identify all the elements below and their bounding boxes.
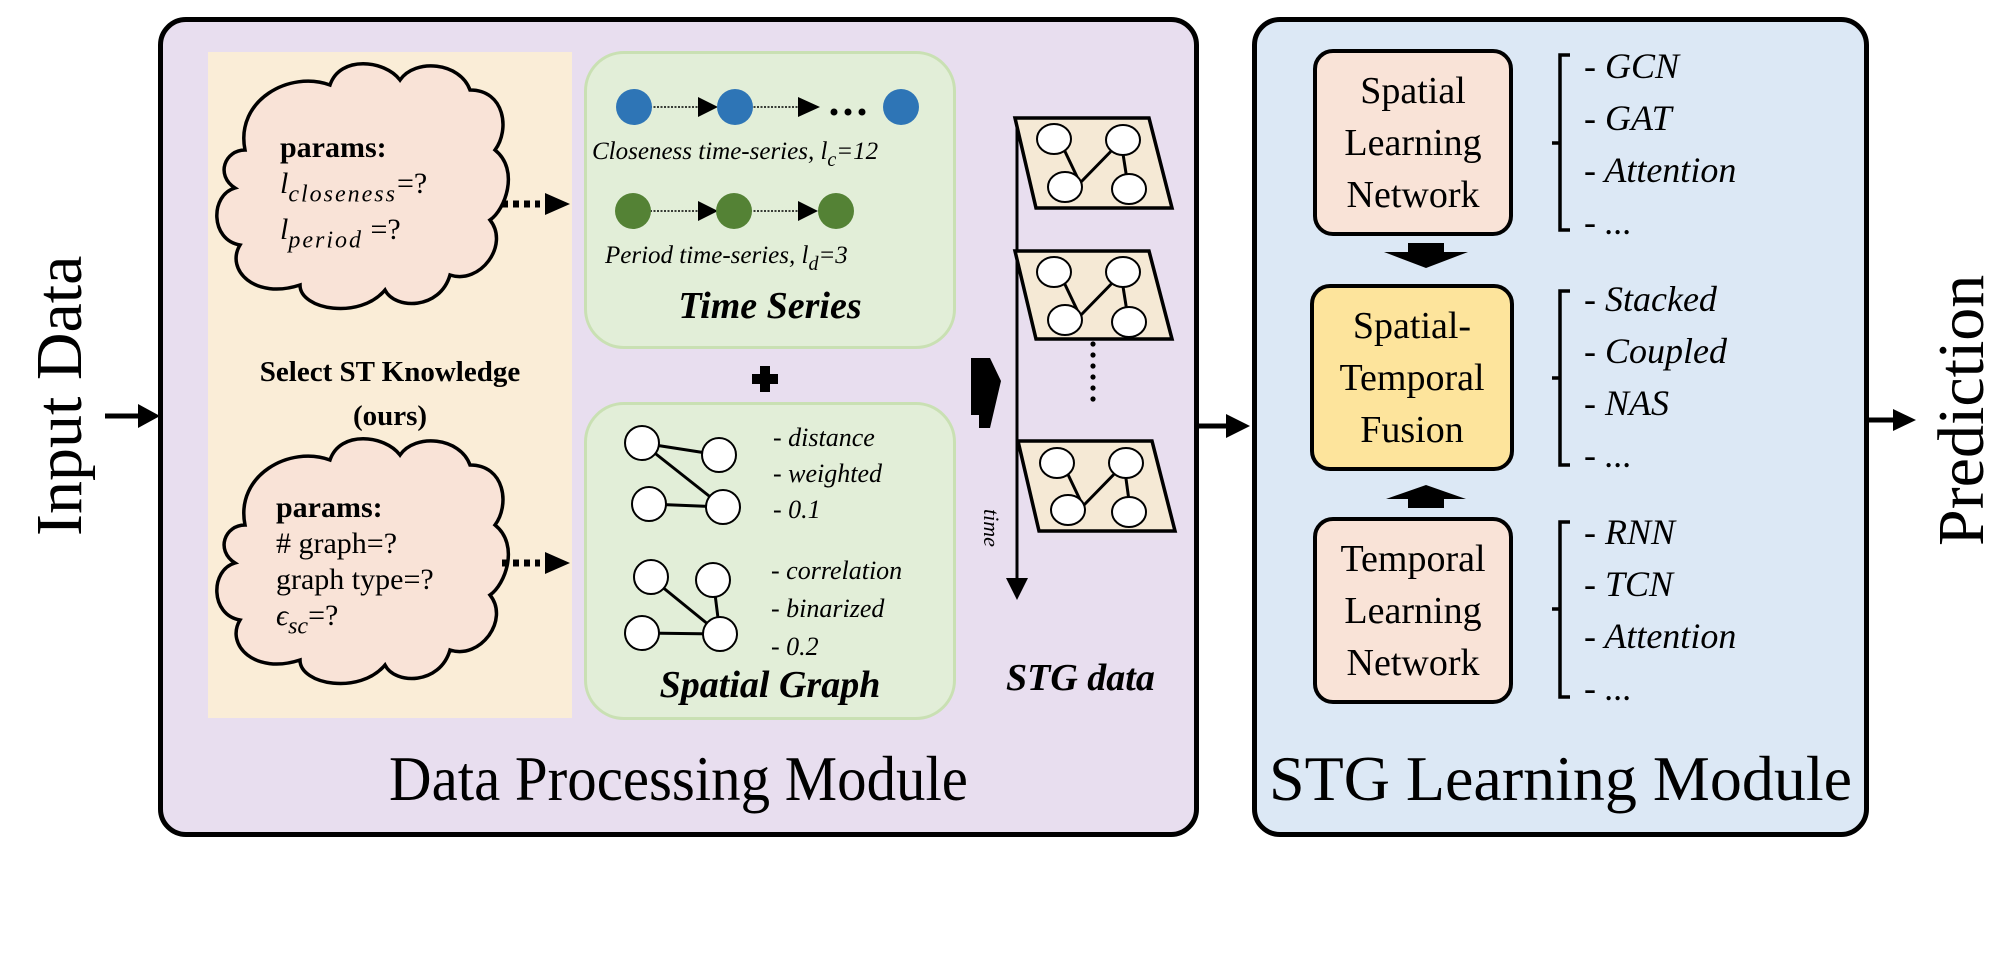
closeness-node — [883, 89, 919, 125]
cloud-top-header: params: — [280, 131, 387, 164]
input-arrow — [105, 404, 160, 428]
cloud-bottom-header: params: — [276, 491, 383, 524]
period-node — [615, 193, 651, 229]
correlation-graph-attributes: - correlation - binarized - 0.2 — [771, 556, 903, 661]
spatial-learning-network-box: Spatial Learning Network — [1313, 49, 1513, 236]
processing-flow-arrow — [971, 358, 1001, 428]
module-connector-arrow — [1199, 414, 1250, 438]
stg-graph-snapshot — [1012, 116, 1175, 210]
spatial-network-options: - GCN - GAT - Attention - ... — [1584, 46, 1737, 242]
period-caption: Period time-series, ld=3 — [605, 242, 848, 275]
spatial-temporal-fusion-box: Spatial- Temporal Fusion — [1310, 284, 1514, 471]
stg-data-label: STG data — [1006, 657, 1155, 699]
period-node — [818, 193, 854, 229]
params-cloud-bottom — [215, 437, 511, 686]
temporal-to-fusion-arrow — [1386, 485, 1466, 508]
cloud-top-params: params: lcloseness=? lperiod =? — [280, 130, 427, 259]
params-cloud-top — [215, 62, 511, 311]
stg-graph-snapshot — [1012, 249, 1175, 341]
param-l-closeness: lcloseness=? — [280, 167, 428, 208]
cloud-bottom-params: params: # graph=? graph type=? ϵsc=? — [276, 490, 434, 644]
fusion-options-brace — [1552, 289, 1570, 467]
output-arrow — [1869, 409, 1916, 431]
cloud-bottom-dotted-arrow — [502, 552, 570, 574]
stg-graph-snapshot — [1015, 439, 1178, 533]
closeness-caption: Closeness time-series, lc=12 — [592, 138, 879, 171]
stg-learning-module-title: STG Learning Module — [1269, 743, 1852, 814]
closeness-node — [616, 89, 652, 125]
temporal-options-brace — [1552, 520, 1570, 699]
data-processing-module-title: Data Processing Module — [389, 743, 968, 814]
vertical-ellipsis — [1090, 341, 1096, 402]
spatial-graph-title: Spatial Graph — [659, 664, 881, 706]
param-epsilon-sc: ϵsc=? — [276, 599, 339, 640]
temporal-network-options: - RNN - TCN - Attention - ... — [1584, 512, 1737, 708]
temporal-learning-network-box: Temporal Learning Network — [1313, 517, 1513, 704]
time-axis-label: time — [978, 509, 1004, 547]
closeness-series — [616, 89, 919, 125]
period-node — [716, 193, 752, 229]
spatial-to-fusion-arrow — [1384, 243, 1468, 268]
time-axis — [1006, 118, 1028, 600]
spatial-options-brace — [1552, 53, 1570, 232]
closeness-node — [717, 89, 753, 125]
time-series-title: Time Series — [678, 285, 862, 327]
correlation-graph-icon — [624, 559, 738, 652]
period-series — [615, 193, 854, 229]
distance-graph-icon — [624, 425, 741, 525]
param-graph-type: graph type=? — [276, 563, 434, 596]
fusion-options: - Stacked - Coupled - NAS - ... — [1584, 279, 1727, 475]
param-l-period: lperiod =? — [280, 213, 401, 254]
select-st-knowledge-label: Select ST Knowledge (ours) — [259, 356, 521, 432]
param-num-graph: # graph=? — [276, 527, 398, 560]
plus-icon — [752, 366, 778, 392]
cloud-top-dotted-arrow — [502, 193, 570, 215]
distance-graph-attributes: - distance - weighted - 0.1 — [773, 423, 883, 524]
